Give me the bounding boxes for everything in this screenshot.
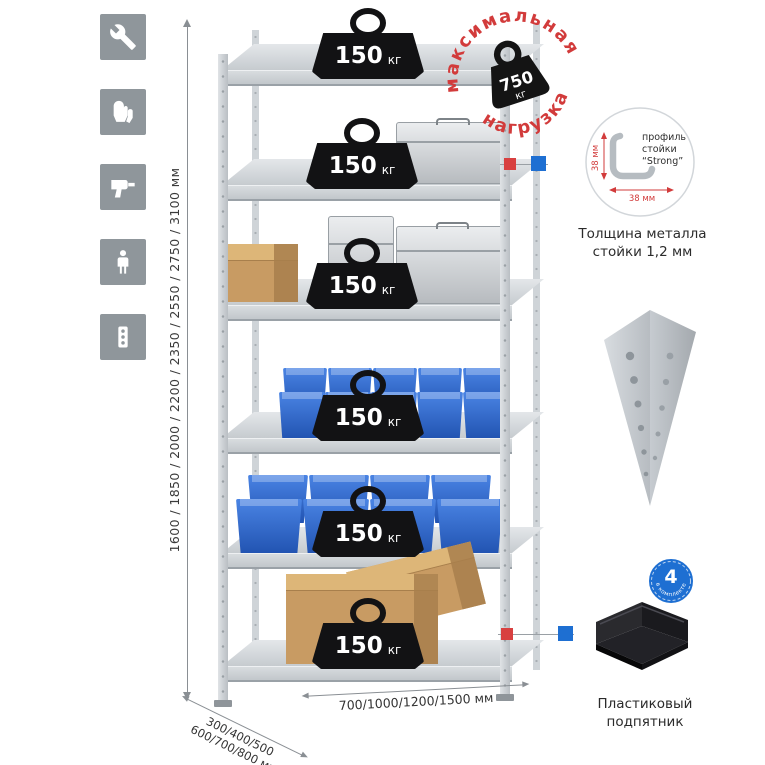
- load-value: 150: [334, 43, 383, 69]
- max-load-stamp: максимальная нагрузка 750 кг: [440, 4, 585, 152]
- callout-marker-blue: [558, 626, 573, 641]
- shelf-load-badge: 150 кг: [312, 598, 424, 669]
- load-unit: кг: [387, 52, 402, 67]
- plastic-bin: [236, 499, 302, 553]
- load-unit: кг: [381, 282, 396, 297]
- rack-foot: [214, 700, 232, 707]
- dim-arrows-horizontal-icon: [609, 187, 674, 193]
- shelf-load-badge: 150 кг: [312, 8, 424, 79]
- height-dimension-label: 1600 / 1850 / 2000 / 2200 / 2350 / 2550 …: [167, 167, 182, 553]
- load-unit: кг: [387, 530, 402, 545]
- profile-detail-circle: 38 мм 38 мм профиль стойки “Strong”: [585, 107, 695, 217]
- profile-drawing: [609, 132, 656, 180]
- foot-caption: Пластиковый подпятник: [570, 696, 720, 731]
- profile-dim-horizontal: 38 мм: [629, 194, 655, 204]
- width-dimension: 700/1000/1200/1500 мм: [302, 684, 531, 716]
- kit-count-badge: 4 в комплекте: [647, 557, 695, 605]
- person-icon: [100, 239, 146, 285]
- profile-label-line1: профиль: [642, 132, 686, 143]
- load-unit: кг: [387, 414, 402, 429]
- callout-marker-red: [504, 158, 516, 170]
- rack-foot: [496, 694, 514, 701]
- height-dimension-line: [187, 26, 188, 692]
- shelf-load-badge: 150 кг: [312, 486, 424, 557]
- rack-post-back-right: [533, 24, 540, 670]
- rack-post-front-right: [500, 48, 510, 698]
- shelf-load-badge: 150 кг: [312, 370, 424, 441]
- perforated-profile-icon: [100, 314, 146, 360]
- load-unit: кг: [387, 642, 402, 657]
- rack-post-back-left: [252, 30, 259, 676]
- gloves-icon: [100, 89, 146, 135]
- load-unit: кг: [381, 162, 396, 177]
- rack-post-front-left: [218, 54, 228, 706]
- foot-caption-line1: Пластиковый: [597, 696, 693, 712]
- stamp-weight-unit: кг: [514, 88, 528, 102]
- shelf-load-badge: 150 кг: [306, 118, 418, 189]
- load-value: 150: [334, 521, 383, 547]
- callout-marker-blue: [531, 156, 546, 171]
- plastic-foot-image: [596, 602, 688, 670]
- stamp-weight-body-icon: [490, 54, 550, 109]
- profile-caption: Толщина металла стойки 1,2 мм: [560, 226, 725, 261]
- width-dimension-label: 700/1000/1200/1500 мм: [338, 689, 494, 714]
- depth-dimension: 300/400/500 600/700/800 мм: [168, 696, 308, 765]
- profile-label-line2: стойки: [642, 144, 677, 155]
- kit-count-value: 4: [664, 566, 677, 588]
- foot-caption-line2: подпятник: [606, 713, 684, 730]
- plastic-bin: [417, 392, 463, 438]
- profile-dim-vertical: 38 мм: [591, 145, 601, 171]
- load-value: 150: [328, 153, 377, 179]
- load-value: 150: [328, 273, 377, 299]
- callout-line: [498, 634, 574, 635]
- height-arrow-up-icon: [183, 19, 191, 27]
- callout-line: [500, 164, 548, 165]
- callout-marker-red: [501, 628, 513, 640]
- profile-caption-line2: стойки 1,2 мм: [592, 243, 693, 260]
- cardboard-box: [224, 244, 298, 302]
- load-value: 150: [334, 633, 383, 659]
- profile-caption-line1: Толщина металла: [578, 226, 707, 242]
- upright-profile-image: [604, 310, 696, 506]
- profile-label-line3: “Strong”: [642, 156, 683, 167]
- shelf-load-badge: 150 кг: [306, 238, 418, 309]
- wrench-icon: [100, 14, 146, 60]
- drill-icon: [100, 164, 146, 210]
- load-value: 150: [334, 405, 383, 431]
